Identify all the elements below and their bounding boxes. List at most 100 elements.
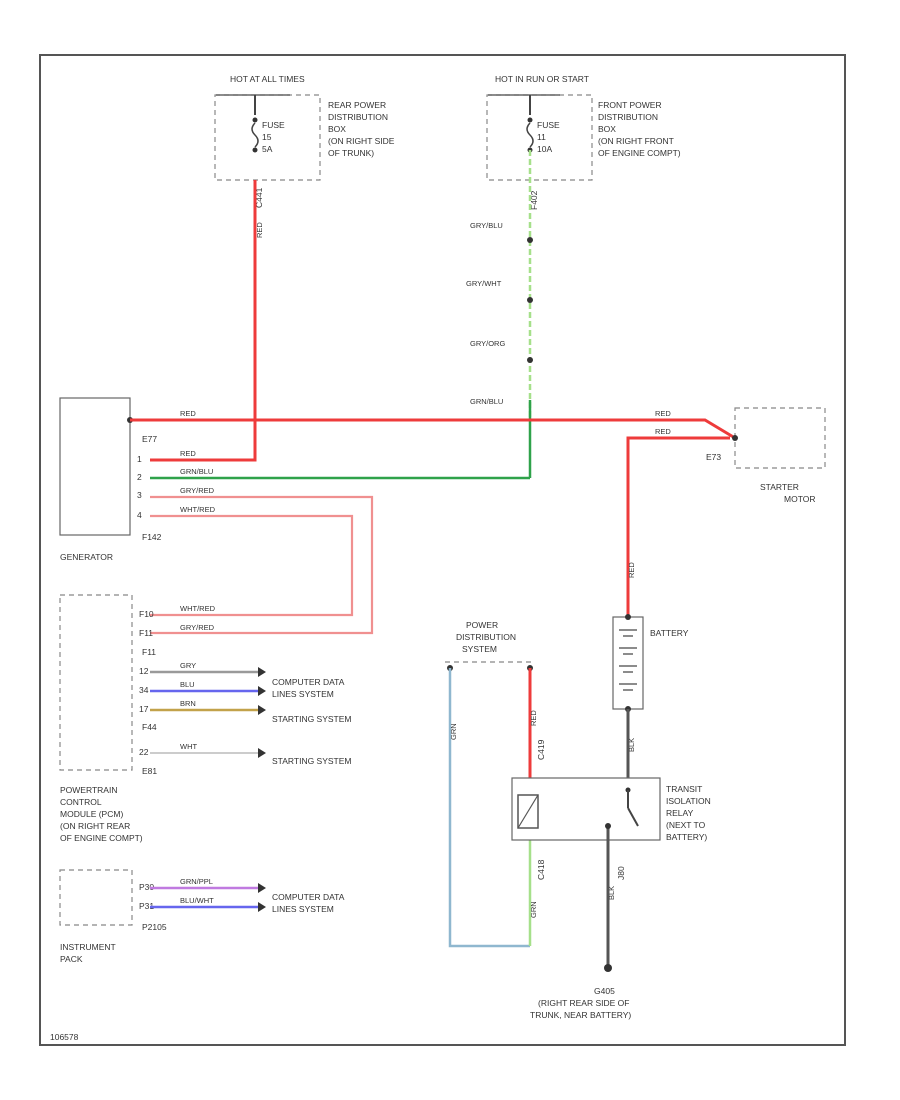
- splice-dot: [527, 297, 533, 303]
- wire-label-grn-blu: GRN/BLU: [180, 467, 213, 476]
- connector-c441-label: C441: [254, 187, 264, 208]
- wire-label-grn-ppl: GRN/PPL: [180, 877, 213, 886]
- relay-coil-icon: [517, 794, 539, 829]
- svg-text:BOX: BOX: [598, 124, 616, 134]
- wire-gry-red-loop: [150, 495, 374, 635]
- generator-pin-e77: E77: [142, 434, 157, 444]
- pcm-pin-f10: F10: [139, 609, 154, 619]
- pcm-pin-12: 12: [139, 666, 149, 676]
- svg-text:5A: 5A: [262, 144, 273, 154]
- svg-text:OF ENGINE COMPT): OF ENGINE COMPT): [598, 148, 681, 158]
- wire-label-wht-red: WHT/RED: [180, 505, 216, 514]
- svg-text:15: 15: [262, 132, 272, 142]
- svg-text:(NEXT TO: (NEXT TO: [666, 820, 706, 830]
- svg-text:TRANSIT: TRANSIT: [666, 784, 702, 794]
- wire-label-brn: BRN: [180, 699, 196, 708]
- svg-text:REAR POWER: REAR POWER: [328, 100, 386, 110]
- pcm-pin-34: 34: [139, 685, 149, 695]
- starting-system-label-2: STARTING SYSTEM: [272, 756, 352, 766]
- gen-pin-4: 4: [137, 510, 142, 520]
- svg-text:STARTER: STARTER: [760, 482, 799, 492]
- svg-text:DISTRIBUTION: DISTRIBUTION: [598, 112, 658, 122]
- arrow-icon: [258, 667, 266, 677]
- starter-terminal: [732, 435, 738, 441]
- gen-pin-1: 1: [137, 454, 142, 464]
- computer-data-lines-label-pcm: COMPUTER DATA LINES SYSTEM: [272, 677, 345, 699]
- relay-switch-icon: [625, 787, 639, 827]
- generator-box: [59, 397, 131, 536]
- gen-pin-2: 2: [137, 472, 142, 482]
- wire-label-red-pds: RED: [529, 710, 538, 726]
- wire-label-red-battery: RED: [627, 562, 636, 578]
- svg-text:FUSE: FUSE: [537, 120, 560, 130]
- ground-location-label: (RIGHT REAR SIDE OF TRUNK, NEAR BATTERY): [530, 998, 631, 1020]
- pcm-pin-22: 22: [139, 747, 149, 757]
- ground-id-label: G405: [594, 986, 615, 996]
- svg-text:LINES SYSTEM: LINES SYSTEM: [272, 904, 334, 914]
- starter-motor-label: STARTER MOTOR: [760, 482, 815, 504]
- pcm-connector-e81: E81: [142, 766, 157, 776]
- wire-label-grn-relay: GRN: [529, 901, 538, 918]
- svg-text:RELAY: RELAY: [666, 808, 694, 818]
- wire-label-red-main: RED: [180, 409, 196, 418]
- wire-label-gry: GRY: [180, 661, 196, 670]
- battery-label: BATTERY: [650, 628, 689, 638]
- connector-c419-label: C419: [536, 739, 546, 760]
- svg-text:FRONT POWER: FRONT POWER: [598, 100, 662, 110]
- wire-label-blu-wht: BLU/WHT: [180, 896, 214, 905]
- wire-label-grn-pds: GRN: [449, 723, 458, 740]
- front-power-box-outline: [486, 94, 593, 181]
- wire-label-red-starter-1: RED: [655, 409, 671, 418]
- wire-label-blk-ground: BLK: [607, 886, 616, 900]
- ground-icon: [604, 964, 612, 972]
- computer-data-lines-label-ip: COMPUTER DATA LINES SYSTEM: [272, 892, 345, 914]
- starter-motor-outline: [734, 407, 826, 469]
- svg-text:11: 11: [537, 132, 546, 142]
- pcm-connector-f44: F44: [142, 722, 157, 732]
- wire-wht-red-loop: [150, 514, 354, 617]
- svg-text:MOTOR: MOTOR: [784, 494, 815, 504]
- arrow-icon: [258, 883, 266, 893]
- svg-text:(ON RIGHT FRONT: (ON RIGHT FRONT: [598, 136, 674, 146]
- wire-b-plus-main: [130, 418, 736, 440]
- arrow-icon: [258, 686, 266, 696]
- svg-text:ISOLATION: ISOLATION: [666, 796, 711, 806]
- svg-text:DISTRIBUTION: DISTRIBUTION: [328, 112, 388, 122]
- svg-text:POWER: POWER: [466, 620, 498, 630]
- svg-text:OF TRUNK): OF TRUNK): [328, 148, 374, 158]
- svg-text:INSTRUMENT: INSTRUMENT: [60, 942, 116, 952]
- instrument-pack-outline: [59, 869, 133, 926]
- pcm-outline: [59, 594, 133, 771]
- fuse-11-label: FUSE 11 10A: [537, 120, 560, 154]
- front-box-label: FRONT POWER DISTRIBUTION BOX (ON RIGHT F…: [598, 100, 681, 158]
- svg-text:BOX: BOX: [328, 124, 346, 134]
- generator-label: GENERATOR: [60, 552, 113, 562]
- splice-dot: [527, 237, 533, 243]
- svg-text:FUSE: FUSE: [262, 120, 285, 130]
- pcm-connector-f11: F11: [142, 647, 156, 657]
- wire-label-blu: BLU: [180, 680, 195, 689]
- pcm-label: POWERTRAIN CONTROL MODULE (PCM) (ON RIGH…: [60, 785, 143, 843]
- wire-label-wht-red-pcm: WHT/RED: [180, 604, 216, 613]
- battery-icon: [619, 629, 637, 691]
- rear-box-label: REAR POWER DISTRIBUTION BOX (ON RIGHT SI…: [328, 100, 395, 158]
- wire-label-gry-wht: GRY/WHT: [466, 279, 502, 288]
- wire-label-blk-battery: BLK: [627, 738, 636, 752]
- diagram-frame: [39, 54, 846, 1046]
- svg-text:CONTROL: CONTROL: [60, 797, 102, 807]
- pcm-pin-17: 17: [139, 704, 149, 714]
- battery-positive-terminal: [625, 614, 631, 620]
- svg-text:(ON RIGHT REAR: (ON RIGHT REAR: [60, 821, 130, 831]
- diagram-footer-id: 106578: [50, 1032, 79, 1042]
- arrow-icon: [258, 902, 266, 912]
- pcm-pin-f11: F11: [139, 628, 153, 638]
- svg-text:LINES SYSTEM: LINES SYSTEM: [272, 689, 334, 699]
- svg-text:POWERTRAIN: POWERTRAIN: [60, 785, 117, 795]
- gen-pin-3: 3: [137, 490, 142, 500]
- generator-connector-f142: F142: [142, 532, 162, 542]
- svg-text:COMPUTER DATA: COMPUTER DATA: [272, 677, 345, 687]
- svg-text:OF ENGINE COMPT): OF ENGINE COMPT): [60, 833, 143, 843]
- wire-label-red-sense: RED: [180, 449, 196, 458]
- svg-text:COMPUTER DATA: COMPUTER DATA: [272, 892, 345, 902]
